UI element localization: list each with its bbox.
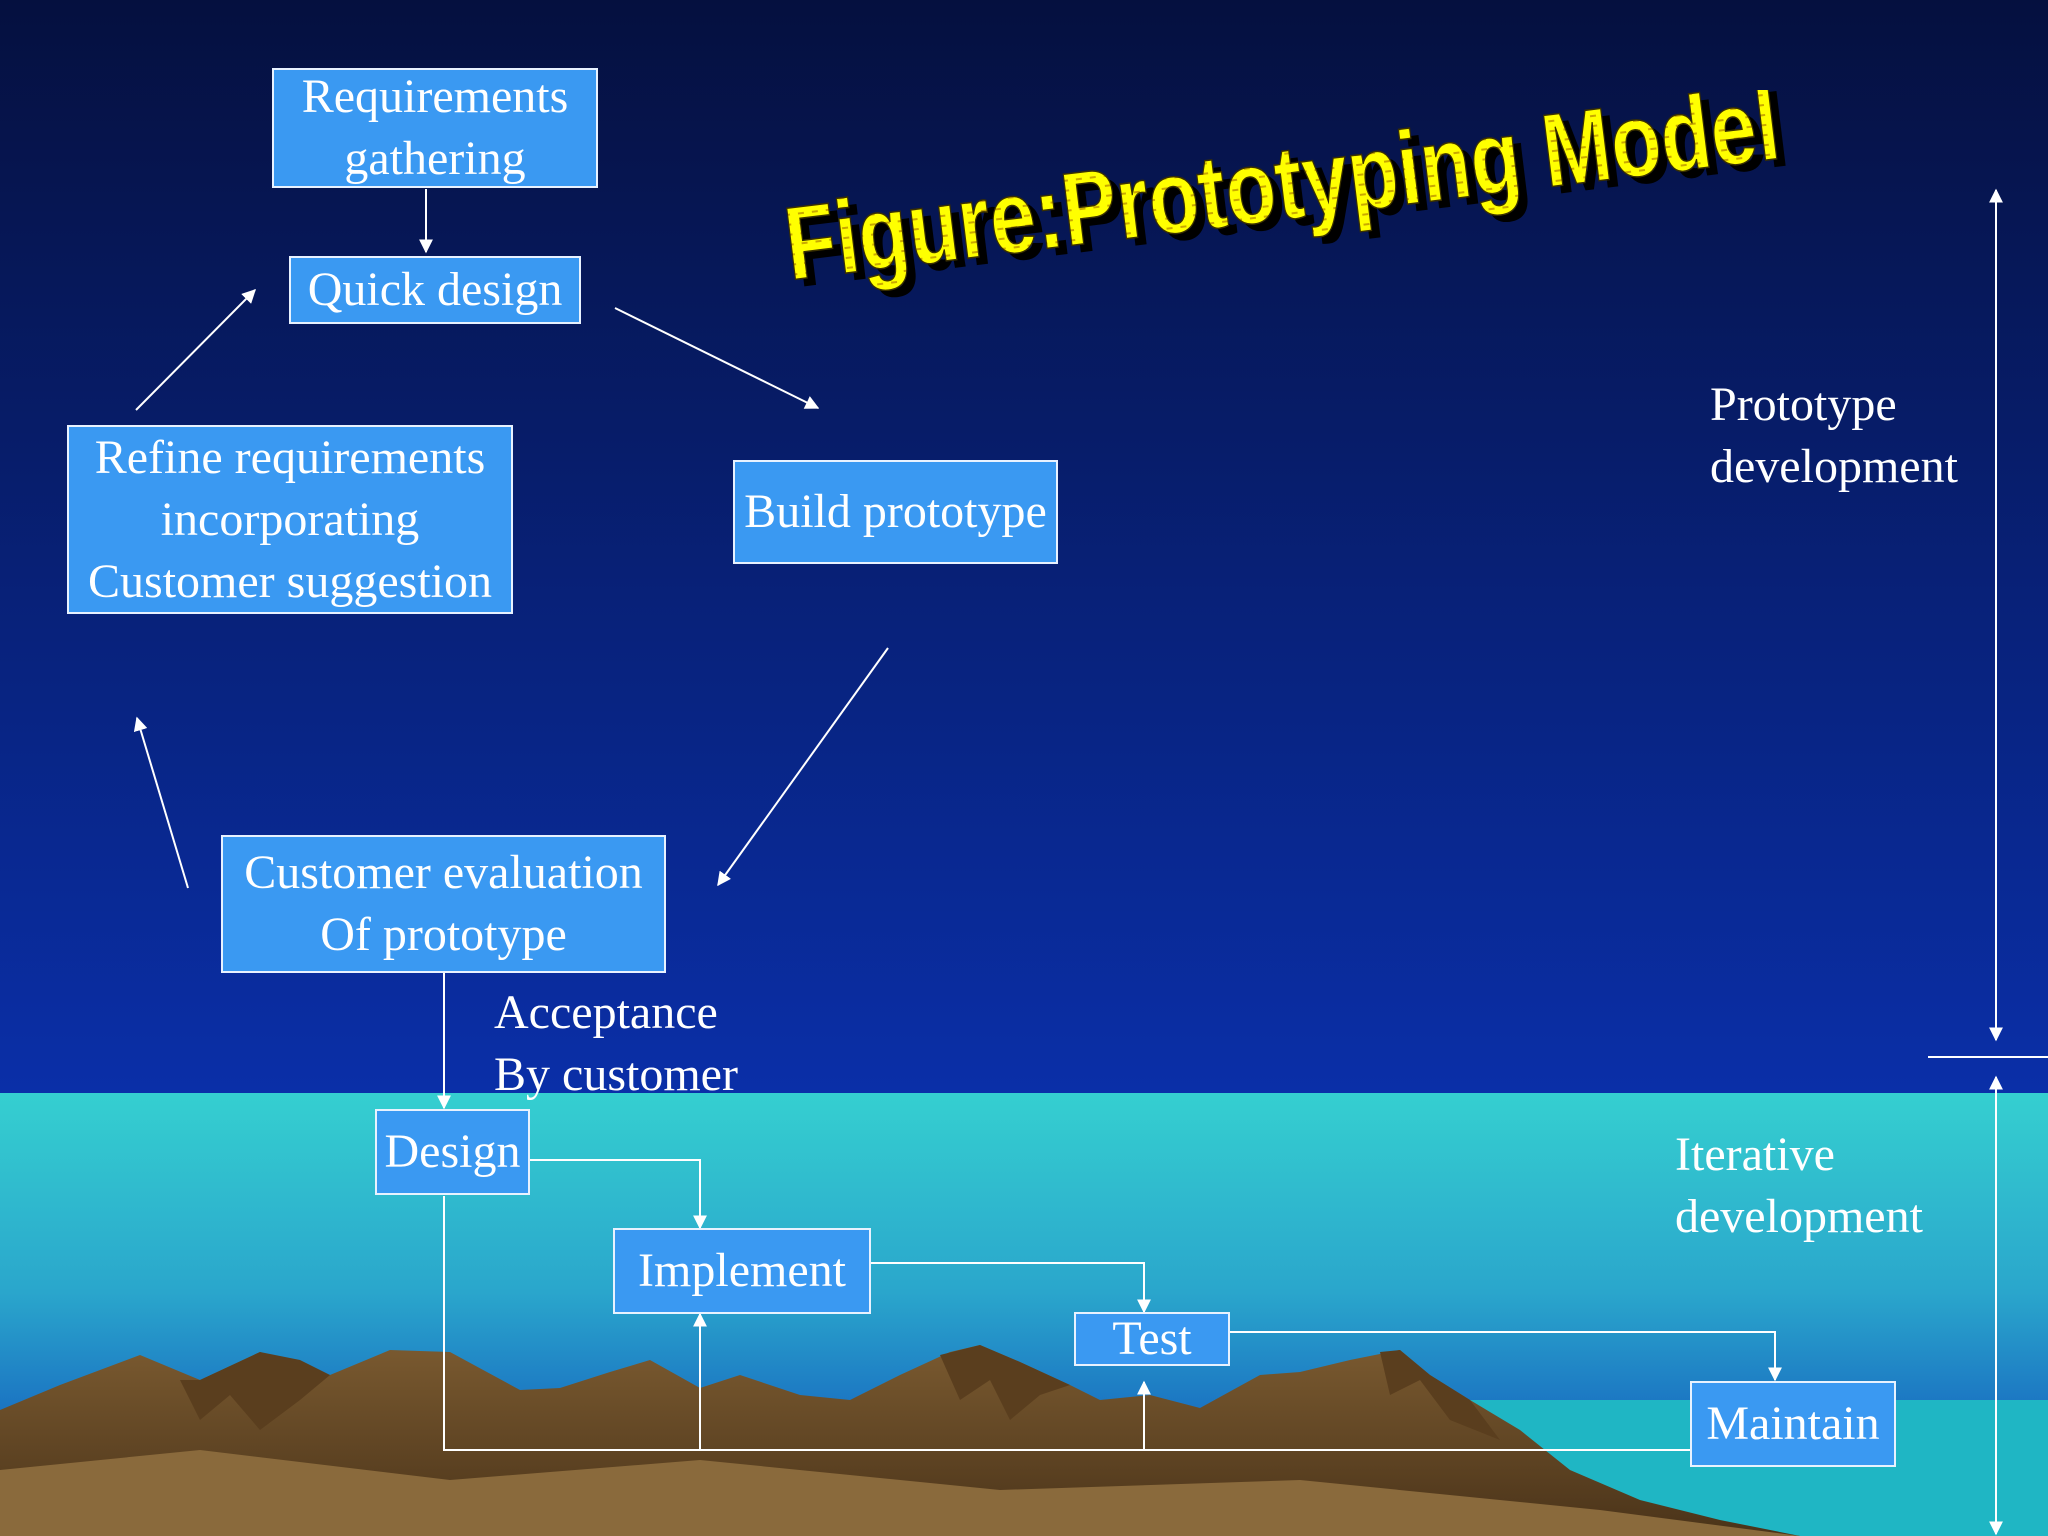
arrow-quick-to-build <box>614 307 820 409</box>
maintain-box: Maintain <box>1690 1381 1896 1467</box>
requirements-gathering-box: Requirements gathering <box>272 68 598 188</box>
implement-box: Implement <box>613 1228 871 1314</box>
build-prototype-label: Build prototype <box>744 485 1047 538</box>
arrow-test-to-maintain <box>1228 1331 1782 1382</box>
maintain-label: Maintain <box>1706 1397 1880 1450</box>
design-box: Design <box>375 1109 530 1195</box>
prototype-dev-line-2: development <box>1710 440 1958 493</box>
title-text: Figure:Prototyping Model <box>780 90 1785 303</box>
arrow-refine-to-quick <box>135 289 256 411</box>
test-label: Test <box>1112 1312 1192 1365</box>
refine-line-2: incorporating <box>160 492 420 546</box>
build-prototype-box: Build prototype <box>733 460 1058 564</box>
iterative-dev-line-1: Iterative <box>1675 1128 1835 1181</box>
prototype-development-label: Prototype development <box>1710 374 1958 498</box>
customer-eval-line-1: Customer evaluation <box>244 846 643 899</box>
arrow-eval-to-refine <box>133 716 189 889</box>
requirements-line-1: Requirements <box>301 70 569 123</box>
acceptance-line-2: By customer <box>494 1048 738 1101</box>
refine-requirements-box: Refine requirements incorporating Custom… <box>67 425 513 614</box>
arrow-implement-to-test <box>870 1262 1151 1314</box>
iterative-dev-line-2: development <box>1675 1190 1923 1243</box>
prototype-dev-line-1: Prototype <box>1710 378 1897 431</box>
feedback-loop-line <box>443 1196 1690 1451</box>
refine-line-3: Customer suggestion <box>88 554 492 608</box>
quick-design-box: Quick design <box>289 256 581 324</box>
design-label: Design <box>384 1125 521 1178</box>
refine-line-1: Refine requirements <box>94 430 486 484</box>
arrow-build-to-eval <box>717 647 889 887</box>
requirements-line-2: gathering <box>344 132 526 185</box>
title-wordart: Figure:Prototyping Model Figure:Prototyp… <box>780 90 1794 310</box>
acceptance-label: Acceptance By customer <box>494 982 738 1106</box>
mountain-range <box>0 1345 1800 1536</box>
iterative-development-label: Iterative development <box>1675 1124 1923 1248</box>
test-box: Test <box>1074 1312 1230 1366</box>
quick-design-label: Quick design <box>307 263 563 316</box>
implement-label: Implement <box>638 1244 846 1297</box>
customer-evaluation-box: Customer evaluation Of prototype <box>221 835 666 973</box>
acceptance-line-1: Acceptance <box>494 986 718 1039</box>
customer-eval-line-2: Of prototype <box>320 908 567 961</box>
arrow-design-to-implement <box>528 1159 707 1230</box>
